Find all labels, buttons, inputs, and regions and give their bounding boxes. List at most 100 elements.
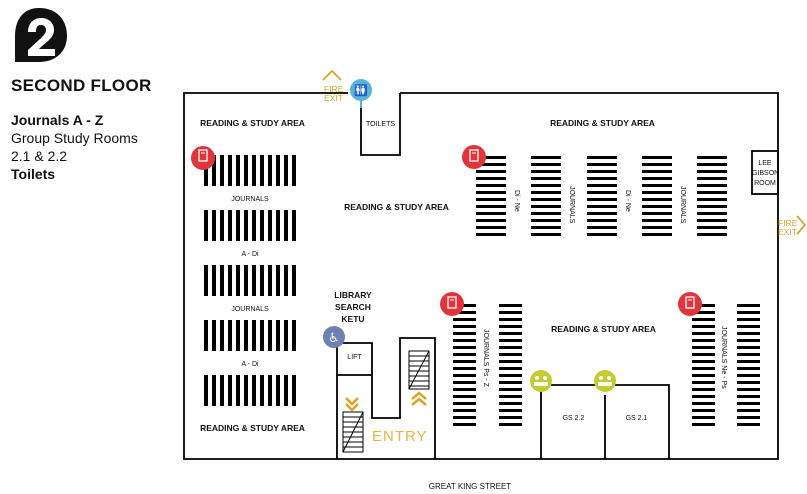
accessibility-icon: ♿ xyxy=(323,326,345,348)
fire-exit-right-word-2: EXIT xyxy=(778,227,797,237)
shelf-bar xyxy=(692,311,715,314)
shelf-bar xyxy=(252,375,256,406)
shelf-bar xyxy=(692,360,715,363)
shelf-label-ps-z: JOURNALS Ps - Z xyxy=(482,329,489,387)
shelf-bar xyxy=(737,318,760,321)
shelf-bar xyxy=(587,156,617,159)
lee-gibson-room xyxy=(751,150,779,195)
shelf-bar xyxy=(692,367,715,370)
gs21-label: GS 2.1 xyxy=(625,415,648,422)
shelf-bar xyxy=(252,210,256,241)
shelf-bar xyxy=(531,219,561,222)
shelf-bar xyxy=(476,212,506,215)
shelf-bar xyxy=(499,409,522,412)
shelf-bar xyxy=(276,155,280,186)
shelf-bar xyxy=(587,233,617,236)
shelf-bar xyxy=(476,170,506,173)
shelf-bar xyxy=(476,163,506,166)
fire-exit-right-label: FIRE EXIT xyxy=(778,219,797,237)
shelf-bar xyxy=(499,332,522,335)
shelf-bar xyxy=(697,198,727,201)
shelf-bar xyxy=(212,320,216,351)
shelf-bar xyxy=(697,205,727,208)
shelf-bar xyxy=(204,155,208,186)
group-study-icon xyxy=(594,370,616,392)
shelf-bar xyxy=(244,320,248,351)
shelf-bar xyxy=(587,177,617,180)
shelf-bar xyxy=(531,184,561,187)
toilet-icon: 🚻 xyxy=(350,79,372,108)
shelf-bar xyxy=(453,374,476,377)
legend-toilets: Toilets xyxy=(11,166,56,182)
shelf-bar xyxy=(642,233,672,236)
shelf-bar xyxy=(499,423,522,426)
map-markers: 🚻 ♿ xyxy=(191,79,702,392)
shelf-bar xyxy=(212,155,216,186)
stair-arrows xyxy=(345,391,427,412)
shelf-bar xyxy=(236,210,240,241)
shelf-bar xyxy=(228,265,232,296)
fire-exit-top-word-1: FIRE xyxy=(324,84,344,94)
shelf-bar xyxy=(292,210,296,241)
shelf-bar xyxy=(737,416,760,419)
shelf-bar xyxy=(531,226,561,229)
shelf-bar xyxy=(692,318,715,321)
shelf-bar xyxy=(692,353,715,356)
shelf-bar xyxy=(642,177,672,180)
shelf-bar xyxy=(212,210,216,241)
shelf-bar xyxy=(692,416,715,419)
journals-icon xyxy=(440,292,464,316)
lee-gibson-label-3: ROOM xyxy=(754,180,776,187)
shelf-bar xyxy=(268,210,272,241)
reading-area-bottom-right: READING & STUDY AREA xyxy=(551,324,656,334)
shelf-bar xyxy=(737,374,760,377)
shelf-bar xyxy=(737,423,760,426)
shelf-bar xyxy=(692,346,715,349)
shelf-bar xyxy=(453,388,476,391)
shelf-bar xyxy=(453,409,476,412)
fire-exit-right-arrow xyxy=(796,215,807,235)
shelf-bar xyxy=(642,219,672,222)
fire-exit-right-word-1: FIRE xyxy=(778,218,798,228)
shelf-bar xyxy=(737,360,760,363)
shelf-bar xyxy=(642,156,672,159)
shelf-bar xyxy=(228,155,232,186)
shelf-bar xyxy=(587,163,617,166)
shelf-bar xyxy=(244,265,248,296)
shelf-bar xyxy=(642,226,672,229)
shelf-bar xyxy=(236,155,240,186)
shelf-bar xyxy=(260,320,264,351)
shelf-bar xyxy=(692,325,715,328)
shelf-bar xyxy=(276,210,280,241)
shelf-bar xyxy=(453,304,476,307)
shelf-bar xyxy=(453,381,476,384)
fire-exit-top-word-2: EXIT xyxy=(324,93,343,103)
reading-area-top-left: READING & STUDY AREA xyxy=(200,118,305,128)
shelf-bar xyxy=(260,155,264,186)
shelf-bar xyxy=(499,395,522,398)
shelf-bar xyxy=(204,210,208,241)
library-search-2: SEARCH xyxy=(335,302,371,312)
shelf-bar xyxy=(244,210,248,241)
shelf-label-journals-1: JOURNALS xyxy=(231,196,269,203)
shelf-bar xyxy=(499,311,522,314)
shelf-bar xyxy=(260,375,264,406)
street-label: GREAT KING STREET xyxy=(428,482,512,491)
shelf-bar xyxy=(587,184,617,187)
shelf-bar xyxy=(220,375,224,406)
shelf-bar xyxy=(476,205,506,208)
svg-text:🚻: 🚻 xyxy=(354,84,368,97)
outer-wall xyxy=(183,92,779,460)
shelf-bar xyxy=(220,155,224,186)
shelf-bar xyxy=(692,402,715,405)
shelf-bar xyxy=(531,212,561,215)
shelf-bar xyxy=(499,360,522,363)
shelf-bar xyxy=(737,409,760,412)
shelf-bar xyxy=(284,155,288,186)
shelf-bar xyxy=(268,265,272,296)
shelf-bar xyxy=(453,332,476,335)
shelf-bar xyxy=(204,265,208,296)
shelf-bar xyxy=(453,311,476,314)
shelf-bar xyxy=(531,177,561,180)
shelf-bar xyxy=(252,155,256,186)
